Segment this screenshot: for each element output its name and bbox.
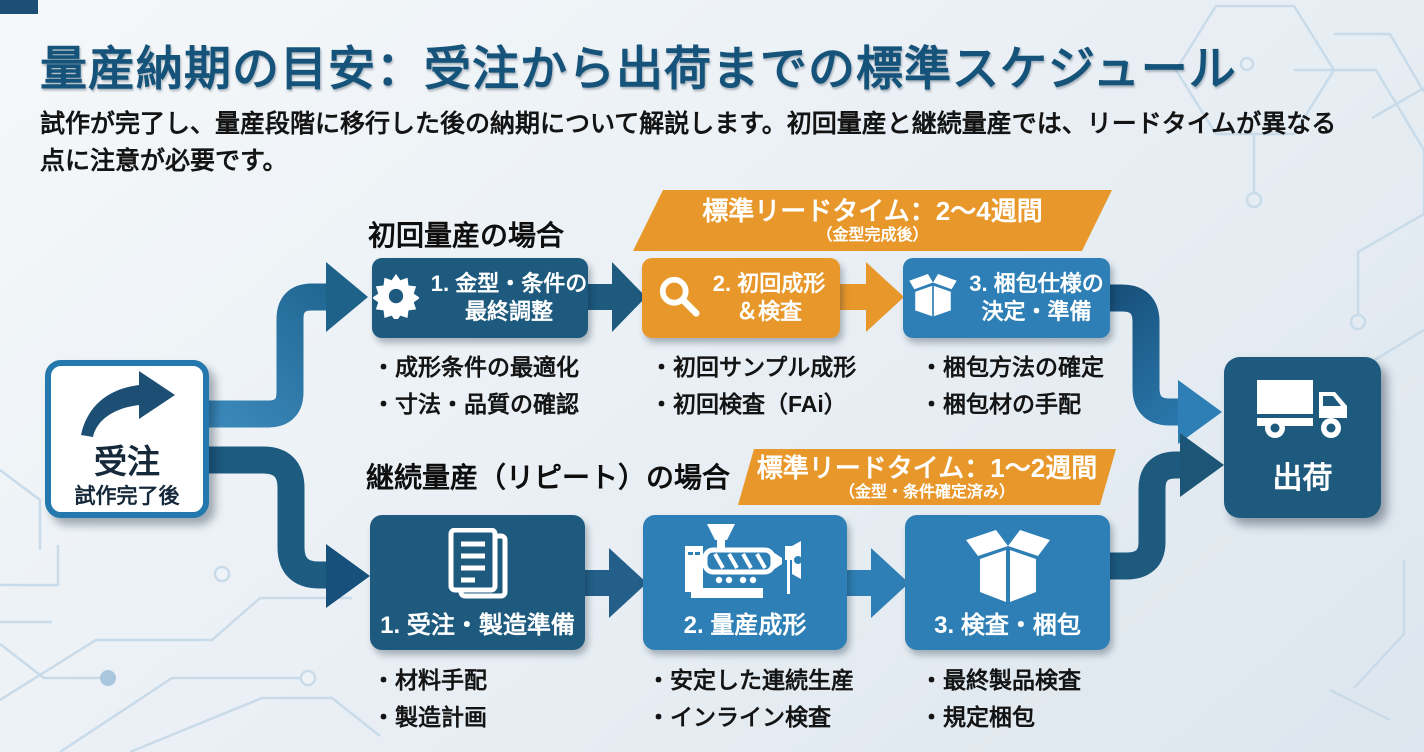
top-step2-box: 2. 初回成形 ＆検査 [642, 258, 840, 338]
bullet-item: ・成形条件の最適化 [372, 354, 579, 380]
truck-icon [1255, 378, 1351, 445]
top-step1-bullets: ・成形条件の最適化 ・寸法・品質の確認 [372, 349, 579, 423]
bottom-step2-box: 2. 量産成形 [643, 515, 847, 650]
bullet-item: ・梱包方法の確定 [920, 354, 1104, 380]
circuit-node-dot [100, 670, 116, 686]
bullet-item: ・材料手配 [372, 667, 487, 693]
bullet-item: ・最終製品検査 [920, 667, 1081, 693]
end-node-label: 出荷 [1272, 462, 1333, 495]
top-step2-title-line2: ＆検査 [735, 299, 802, 324]
bottom-row-section-label: 継続量産（リピート）の場合 [366, 462, 731, 493]
bullet-item: ・初回検査（FAi） [650, 391, 847, 417]
documents-icon [439, 515, 517, 612]
bullet-item: ・製造計画 [372, 704, 487, 730]
subtitle-line-2: 点に注意が必要です。 [40, 147, 288, 175]
open-carton-icon [965, 515, 1051, 612]
pipe-order-to-top [208, 283, 330, 428]
bullet-item: ・梱包材の手配 [920, 391, 1081, 417]
magnifier-icon [657, 274, 701, 323]
corner-accent [0, 0, 38, 14]
top-step3-box: 3. 梱包仕様の 決定・準備 [903, 258, 1110, 338]
bottom-step1-bullets: ・材料手配 ・製造計画 [372, 662, 487, 736]
top-step3-title-line2: 決定・準備 [981, 299, 1092, 324]
bullet-item: ・安定した連続生産 [647, 667, 854, 693]
arrow-top-step2-step3 [840, 262, 904, 332]
start-node-sublabel: 試作完了後 [74, 484, 180, 508]
bottom-step1-title: 1. 受注・製造準備 [380, 612, 575, 639]
subtitle-line-1: 試作が完了し、量産段階に移行した後の納期について解説します。初回量産と継続量産で… [40, 110, 1337, 138]
page-subtitle: 試作が完了し、量産段階に移行した後の納期について解説します。初回量産と継続量産で… [40, 106, 1336, 180]
arrowhead-bottom-branch [326, 544, 370, 608]
top-step3-bullets: ・梱包方法の確定 ・梱包材の手配 [920, 349, 1104, 423]
arrow-bottom-step1-step2 [583, 548, 647, 618]
bottom-banner-line2: （金型・条件確定済み） [838, 483, 1015, 501]
arrowhead-top-to-ship [1178, 380, 1222, 444]
bullet-item: ・寸法・品質の確認 [372, 391, 579, 417]
bullet-item: ・インライン検査 [647, 704, 831, 730]
bullet-item: ・規定梱包 [920, 704, 1035, 730]
bottom-step3-box: 3. 検査・梱包 [905, 515, 1110, 650]
bottom-step2-title: 2. 量産成形 [683, 612, 807, 639]
top-leadtime-banner: 標準リードタイム：2〜4週間 （金型完成後） [633, 190, 1112, 251]
arrowhead-top-branch [326, 262, 368, 332]
curved-arrow-icon [73, 369, 181, 442]
bottom-banner-line1: 標準リードタイム：1〜2週間 [756, 452, 1098, 483]
molding-machine-icon [685, 515, 805, 612]
page-title: 量産納期の目安：受注から出荷までの標準スケジュール [40, 42, 1237, 95]
pipe-top-to-ship [1106, 284, 1180, 426]
top-step1-title-line1: 1. 金型・条件の [430, 271, 588, 296]
top-banner-line2: （金型完成後） [816, 227, 929, 244]
pipe-order-to-bottom [208, 446, 330, 589]
arrowhead-bottom-to-ship [1180, 433, 1224, 497]
end-node-ship: 出荷 [1224, 357, 1381, 518]
start-node-label: 受注 [94, 442, 160, 480]
package-box-icon [909, 273, 957, 323]
top-step3-title-line1: 3. 梱包仕様の [969, 271, 1104, 296]
bottom-step2-bullets: ・安定した連続生産 ・インライン検査 [647, 662, 854, 736]
bottom-step3-title: 3. 検査・梱包 [934, 612, 1081, 639]
top-banner-line1: 標準リードタイム：2〜4週間 [702, 196, 1043, 226]
arrow-top-step1-step2 [586, 262, 646, 332]
pipe-bottom-to-ship [1106, 451, 1182, 580]
arrow-bottom-step2-step3 [845, 548, 909, 618]
top-row-section-label: 初回量産の場合 [368, 220, 565, 251]
bottom-step3-bullets: ・最終製品検査 ・規定梱包 [920, 662, 1081, 736]
bottom-step1-box: 1. 受注・製造準備 [370, 515, 585, 650]
top-step2-title-line1: 2. 初回成形 [712, 271, 826, 296]
start-node-order: 受注 試作完了後 [45, 360, 209, 518]
top-step1-title-line2: 最終調整 [464, 299, 553, 324]
gear-icon [371, 273, 420, 324]
top-step1-box: 1. 金型・条件の 最終調整 [371, 258, 588, 338]
bullet-item: ・初回サンプル成形 [650, 354, 857, 380]
top-step2-bullets: ・初回サンプル成形 ・初回検査（FAi） [650, 349, 856, 423]
bottom-leadtime-banner: 標準リードタイム：1〜2週間 （金型・条件確定済み） [738, 449, 1116, 505]
